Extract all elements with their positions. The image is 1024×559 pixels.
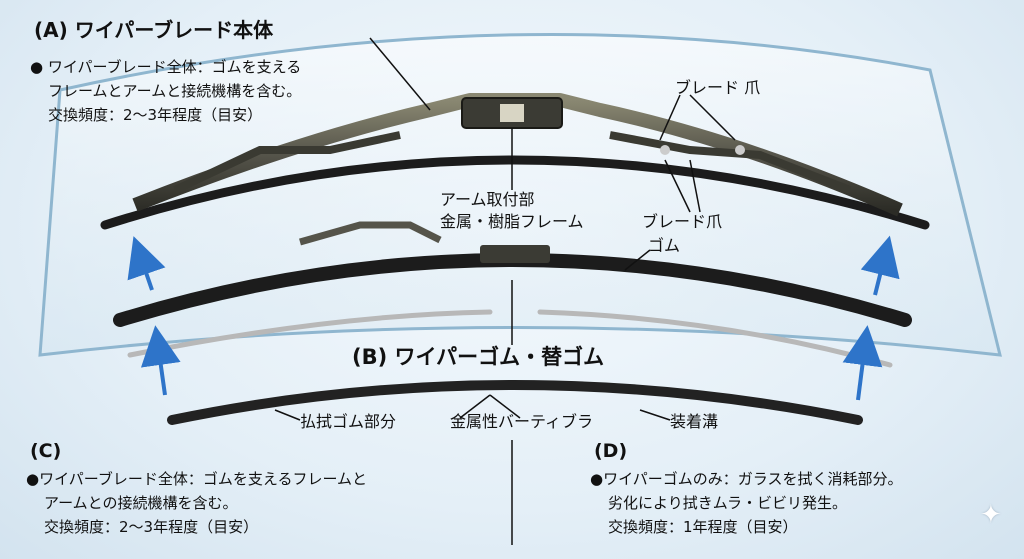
label-rubber: ゴム <box>648 236 681 255</box>
label-frame-material: 金属・樹脂フレーム <box>440 212 584 231</box>
leader-lines <box>274 37 736 545</box>
section-a-desc-1: ● ワイパーブレード全体：ゴムを支える <box>30 58 302 76</box>
label-metal-vertebra: 金属性バーティブラ <box>450 412 594 431</box>
section-d-desc-2: 劣化により拭きムラ・ビビリ発生。 <box>608 494 847 512</box>
leader-vertebra <box>459 394 491 419</box>
leader-claw-2 <box>689 159 701 213</box>
blade-yoke-left <box>173 131 401 194</box>
blade-frame-small <box>299 221 442 246</box>
blade-assembly-middle <box>113 221 912 327</box>
section-b-title: (B) ワイパーゴム・替ゴム <box>352 345 605 369</box>
arrow-left-lower <box>140 325 181 396</box>
arm-adapter <box>480 245 550 263</box>
arrow-right-lower <box>842 325 883 401</box>
arrow-right-upper <box>860 235 900 296</box>
leader-rubber <box>624 249 651 271</box>
leader-groove <box>639 409 671 421</box>
section-d-title: (D) <box>594 440 628 462</box>
arm-mount-clip <box>500 104 524 122</box>
section-d-desc-1: ●ワイパーゴムのみ：ガラスを拭く消耗部分。 <box>590 470 903 488</box>
section-c-desc-3: 交換頻度：2〜3年程度（目安） <box>44 518 259 536</box>
section-a-desc-2: フレームとアームと接続機構を含む。 <box>48 82 302 100</box>
section-d-desc-3: 交換頻度：1年程度（目安） <box>608 518 798 536</box>
label-wiping-rubber: 払拭ゴム部分 <box>300 412 397 431</box>
label-blade-claw: ブレード爪 <box>642 212 723 231</box>
label-groove: 装着溝 <box>670 412 719 431</box>
leader-vertebra-2 <box>489 394 521 419</box>
blade-assembly-top <box>100 93 930 230</box>
rubber-bottom <box>167 380 863 425</box>
metal-strip-left <box>127 309 493 358</box>
section-a-title: (A) ワイパーブレード本体 <box>34 18 274 42</box>
leader-claw-top-1 <box>659 94 681 141</box>
section-c-title: (C) <box>30 440 62 462</box>
section-a-desc-3: 交換頻度：2〜3年程度（目安） <box>48 106 263 124</box>
sparkle-icon: ✦ <box>980 500 1002 530</box>
leader-claw-1 <box>664 159 691 213</box>
leader-claw-top-2 <box>689 94 736 141</box>
claw-pin-2 <box>735 145 745 155</box>
label-blade-claw-top: ブレード 爪 <box>675 78 761 97</box>
section-c-desc-2: アームとの接続機構を含む。 <box>44 494 238 512</box>
claw-pin-1 <box>660 145 670 155</box>
leader-wiping <box>274 409 301 421</box>
leader-a-title <box>369 37 431 111</box>
label-arm-mount: アーム取付部 <box>440 190 535 209</box>
section-c-desc-1: ●ワイパーブレード全体：ゴムを支えるフレームと <box>26 470 367 488</box>
blade-rubber-top <box>100 155 930 230</box>
arrow-left-upper <box>127 236 166 291</box>
blade-yoke-right <box>609 131 852 194</box>
